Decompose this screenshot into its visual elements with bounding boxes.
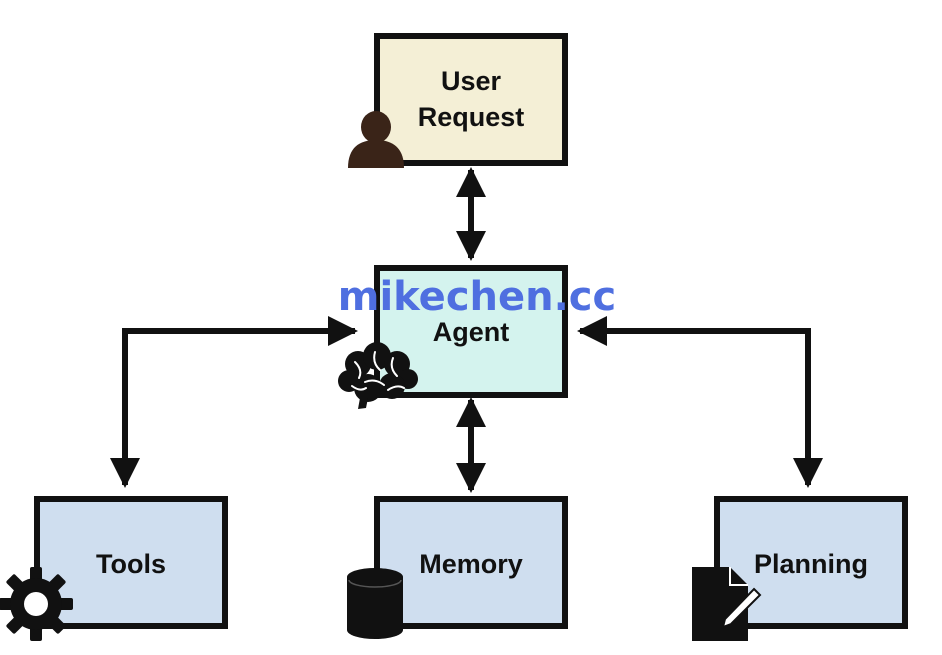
memory-label: Memory — [419, 549, 523, 579]
brain-icon — [338, 342, 418, 409]
gear-icon — [0, 567, 73, 641]
user-request-box — [374, 33, 568, 166]
user-request-label-line2: Request — [418, 102, 525, 132]
document-pen-icon — [692, 567, 762, 641]
watermark-text: mikechen.cc — [338, 274, 616, 320]
planning-label: Planning — [754, 549, 868, 579]
memory-box — [374, 496, 568, 629]
agent-label: Agent — [433, 317, 510, 347]
arrow-agent-tools — [110, 316, 358, 488]
arrow-agent-planning — [577, 316, 823, 488]
user-icon — [348, 111, 404, 168]
tools-label: Tools — [96, 549, 166, 579]
memory-node: Memory — [374, 496, 568, 629]
user-request-label-line1: User — [441, 66, 502, 96]
user-request-node: User Request — [374, 33, 568, 166]
database-icon — [347, 568, 403, 639]
